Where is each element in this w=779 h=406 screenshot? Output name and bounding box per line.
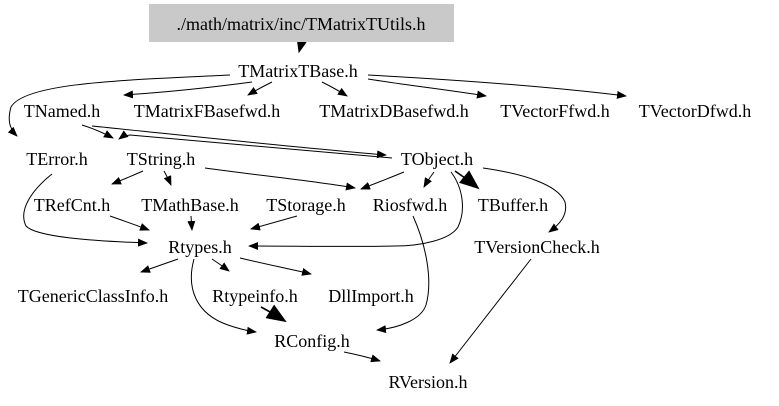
edge-Rtypes-to-Rtypeinfo	[211, 258, 230, 272]
edge-Riosfwd-to-RConfig	[376, 215, 430, 334]
node-Rtypes[interactable]: Rtypes.h	[168, 237, 232, 257]
node-TVersionCheck[interactable]: TVersionCheck.h	[474, 237, 599, 257]
node-TGenericClassInfo[interactable]: TGenericClassInfo.h	[18, 286, 168, 306]
node-TNamed[interactable]: TNamed.h	[24, 101, 100, 121]
node-TError[interactable]: TError.h	[26, 149, 87, 169]
node-TRefCnt[interactable]: TRefCnt.h	[34, 195, 111, 215]
node-RVersion[interactable]: RVersion.h	[388, 372, 467, 392]
edge-TMatrixTBase-to-TVectorDfwd	[367, 74, 627, 99]
edge-TMatrixTBase-to-TVectorFfwd	[367, 78, 487, 99]
edge-RConfig-to-RVersion	[343, 351, 381, 363]
node-RConfig[interactable]: RConfig.h	[274, 331, 350, 351]
edge-TNamed-to-TString	[81, 124, 114, 139]
edge-TMatrixTBase-to-TNamed	[123, 81, 253, 99]
edge-TMatrixTBase-to-TMatrixFBasefwd	[247, 81, 273, 96]
edge-TObject-to-TBuffer	[454, 170, 480, 190]
edge-TNamed-to-TObject	[91, 125, 387, 159]
edge-Rtypes-to-RConfig	[190, 258, 257, 335]
edge-TRefCnt-to-Rtypes	[109, 215, 150, 231]
edge-TMatrixTBase-to-TError	[7, 74, 231, 137]
node-DllImport[interactable]: DllImport.h	[328, 286, 414, 306]
edge-TObject-to-Riosfwd	[423, 171, 435, 188]
node-TMatrixDBasefwd[interactable]: TMatrixDBasefwd.h	[319, 101, 468, 121]
edge-TMatrixTBase-to-TMatrixDBasefwd	[321, 81, 348, 97]
node-Riosfwd[interactable]: Riosfwd.h	[373, 195, 448, 215]
edge-Rtypes-to-DllImport	[239, 257, 312, 276]
edge-TString-to-TRefCnt	[111, 170, 144, 185]
node-TVectorFfwd[interactable]: TVectorFfwd.h	[500, 101, 609, 121]
edge-Rtypeinfo-to-RConfig	[260, 304, 287, 323]
root-node-label: ./math/matrix/inc/TMatrixTUtils.h	[177, 14, 426, 34]
node-Rtypeinfo[interactable]: Rtypeinfo.h	[212, 286, 298, 306]
edge-TObject-to-TVersionCheck	[482, 167, 567, 233]
edge-Rtypes-to-TGenericClassInfo	[140, 258, 179, 273]
edge-TString-to-TMathBase	[163, 170, 172, 186]
node-TVectorDfwd[interactable]: TVectorDfwd.h	[639, 101, 751, 121]
root-node-box	[149, 4, 454, 42]
node-TMathBase[interactable]: TMathBase.h	[141, 195, 238, 215]
node-TString[interactable]: TString.h	[127, 149, 196, 169]
edge-TMatrixTUtils-to-TMatrixTBase	[296, 39, 307, 54]
edge-TError-to-Rtypes	[23, 173, 148, 247]
edge-TObject-to-TStorage	[360, 171, 405, 190]
edge-TMathBase-to-Rtypes	[187, 215, 196, 231]
edge-TObject-to-Rtypes	[248, 171, 463, 251]
edge-TObject-to-TString	[118, 130, 393, 159]
root-node: ./math/matrix/inc/TMatrixTUtils.h	[149, 4, 454, 42]
edge-TStorage-to-Rtypes	[250, 215, 298, 231]
node-TBuffer[interactable]: TBuffer.h	[478, 195, 548, 215]
node-TMatrixTBase[interactable]: TMatrixTBase.h	[238, 61, 357, 81]
node-TMatrixFBasefwd[interactable]: TMatrixFBasefwd.h	[134, 101, 280, 121]
node-TStorage[interactable]: TStorage.h	[266, 195, 345, 215]
edge-TString-to-Riosfwd	[204, 167, 356, 191]
edge-TVersionCheck-to-RVersion	[449, 258, 532, 364]
node-TObject[interactable]: TObject.h	[401, 149, 473, 169]
